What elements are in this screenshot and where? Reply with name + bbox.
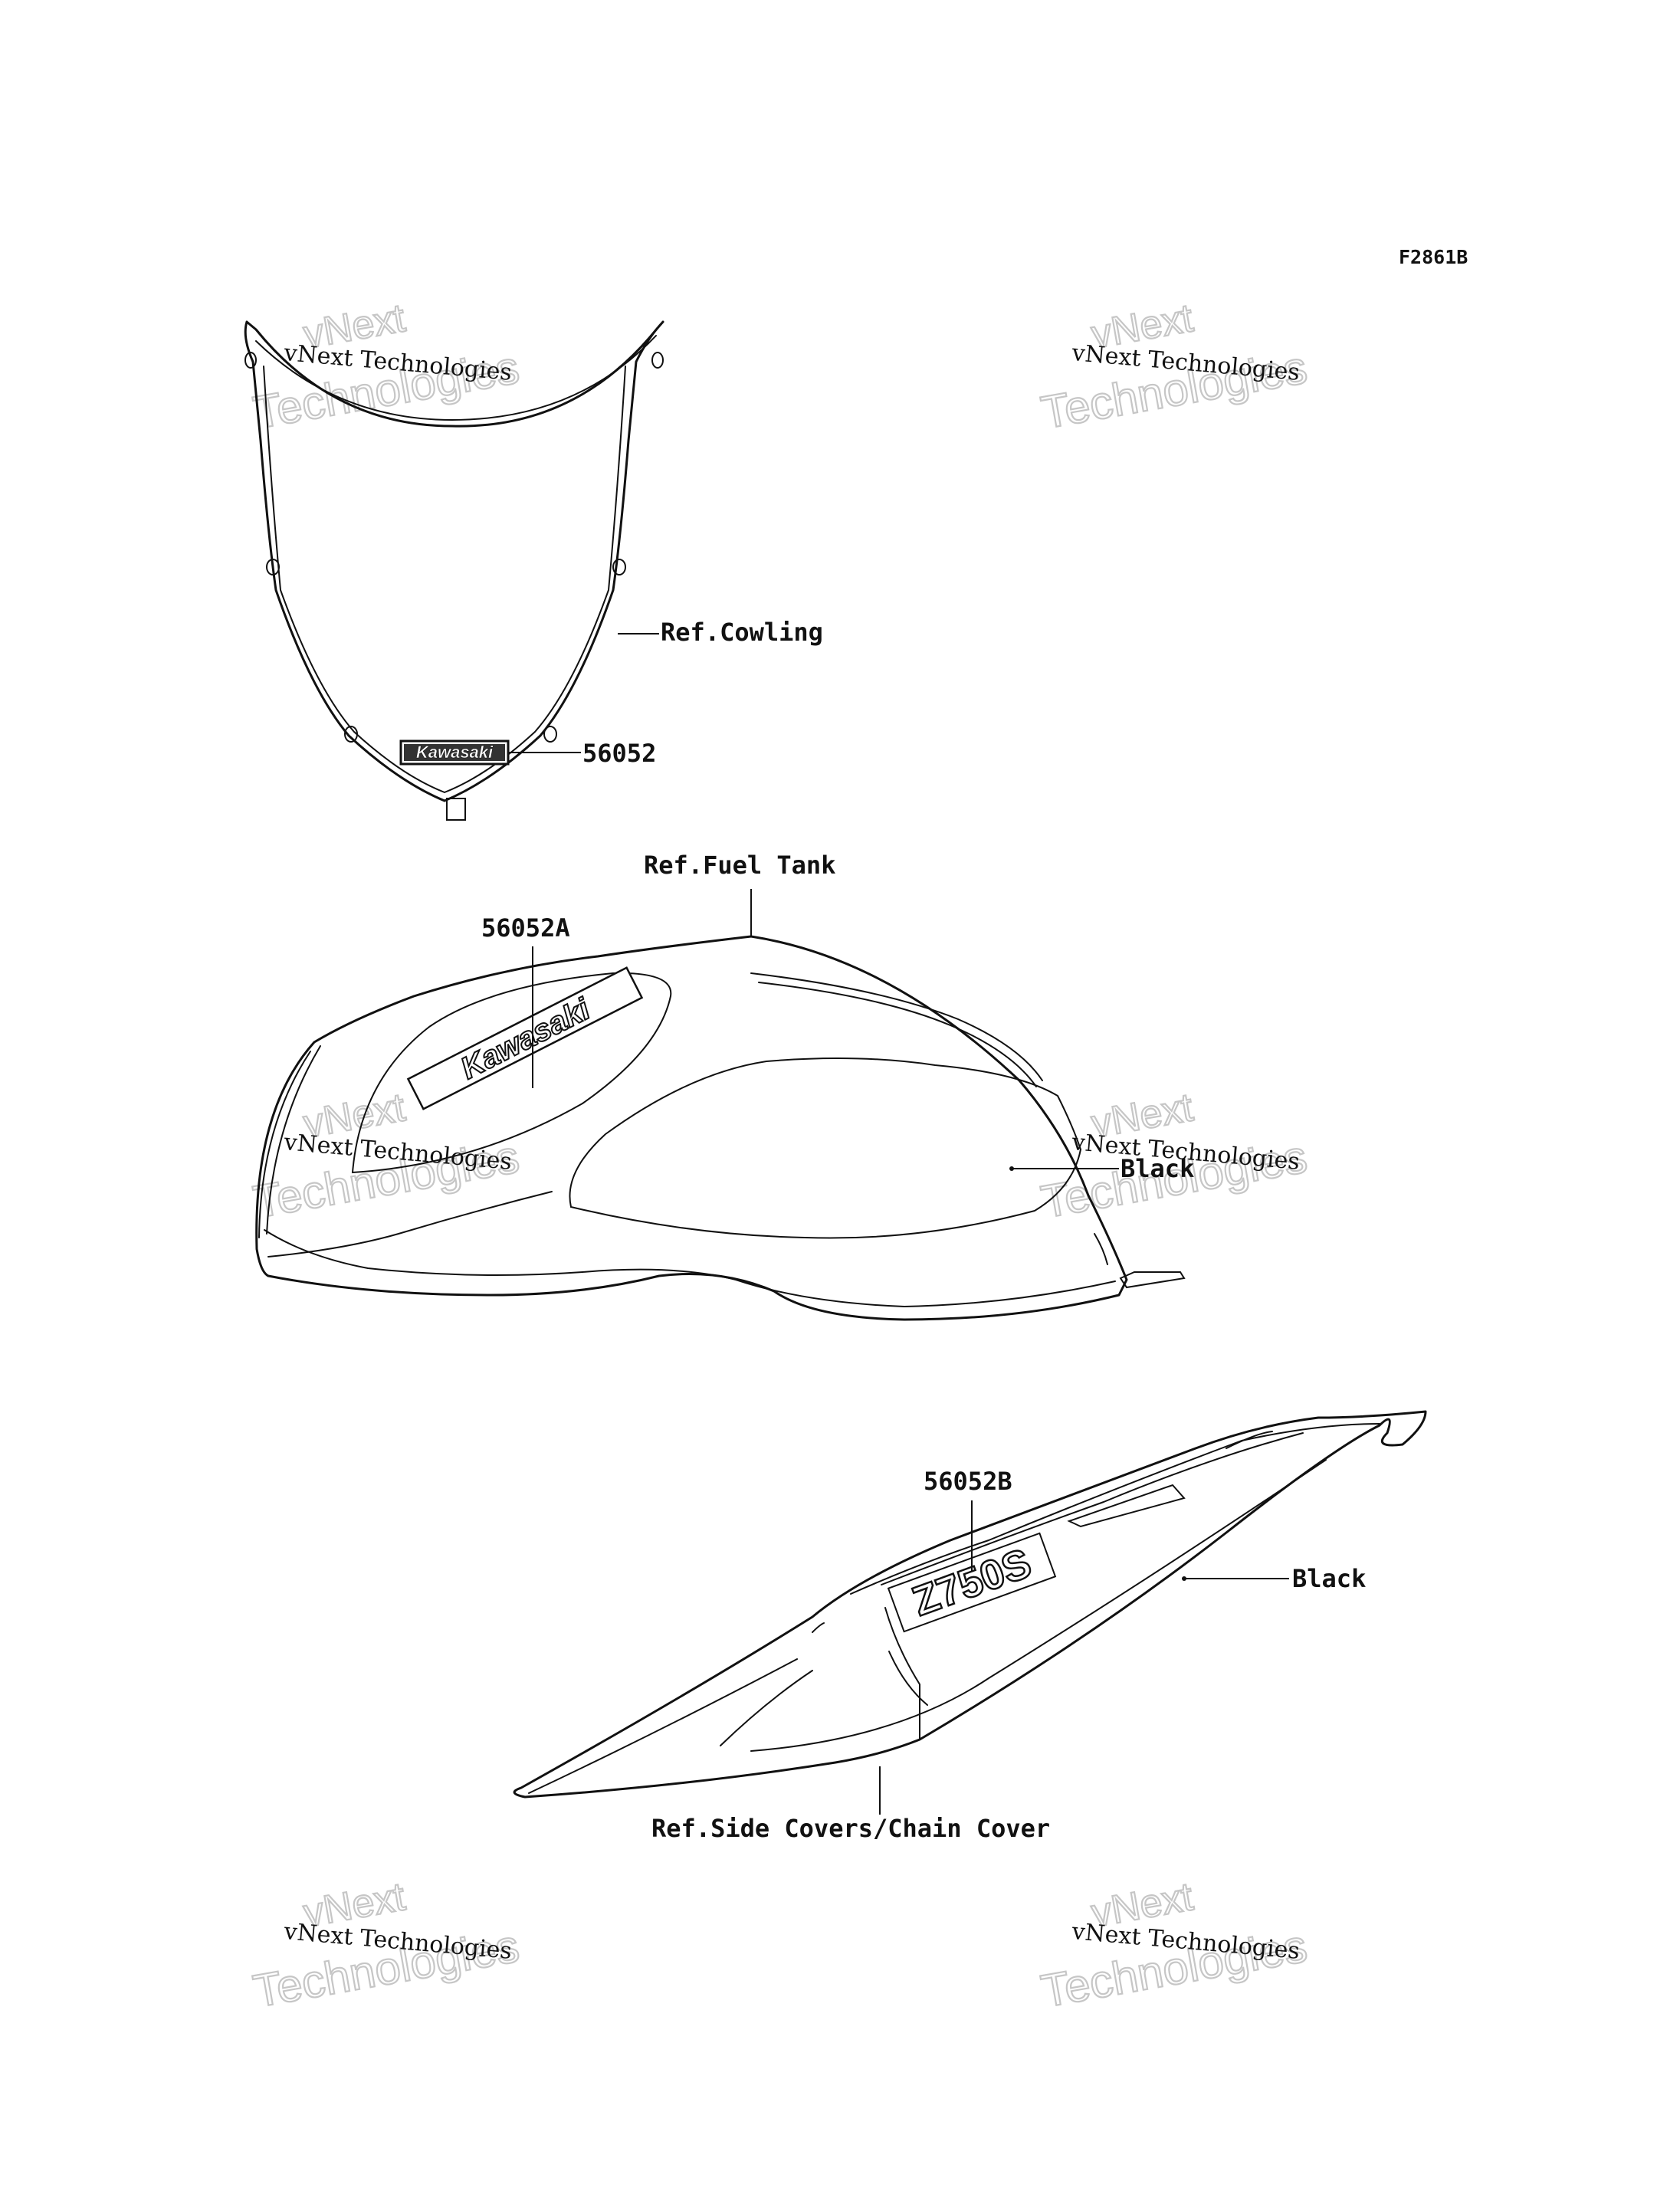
- side-cover-color-label: Black: [1292, 1564, 1366, 1593]
- fuel-tank-ref-label: Ref.Fuel Tank: [644, 851, 835, 880]
- cowling-ref-label: Ref.Cowling: [661, 618, 823, 647]
- watermark-top-left: vNext Technologies vNext Technologies: [249, 295, 524, 439]
- watermark-bottom-left: vNext Technologies vNext Technologies: [249, 1874, 524, 2018]
- cowling-decal-part-number: 56052: [582, 739, 656, 768]
- cowling-kawasaki-decal: Kawasaki: [399, 739, 510, 766]
- cowling-windscreen: [244, 320, 664, 821]
- watermark-mid-left: vNext Technologies vNext Technologies: [249, 1084, 524, 1228]
- side-cover-color-dot: [1182, 1576, 1186, 1581]
- fuel-tank-decal-part-number: 56052A: [481, 913, 570, 943]
- fuel-tank-color-dot: [1009, 1166, 1014, 1171]
- side-cover-decal-part-number: 56052B: [924, 1467, 1012, 1496]
- side-cover-ref-label: Ref.Side Covers/Chain Cover: [651, 1814, 1050, 1843]
- fuel-tank-kawasaki-decal: Kawasaki: [406, 966, 644, 1110]
- figure-code: F2861B: [1399, 246, 1468, 268]
- side-cover: [513, 1410, 1427, 1799]
- cowling-decal-logo: Kawasaki: [416, 743, 494, 762]
- fuel-tank-color-label: Black: [1121, 1154, 1194, 1183]
- watermark-bottom-right: vNext Technologies vNext Technologies: [1037, 1874, 1312, 2018]
- fuel-tank-decal-logo: Kawasaki: [455, 992, 596, 1085]
- fuel-tank: [255, 935, 1186, 1321]
- watermark-top-right: vNext Technologies vNext Technologies: [1037, 295, 1312, 439]
